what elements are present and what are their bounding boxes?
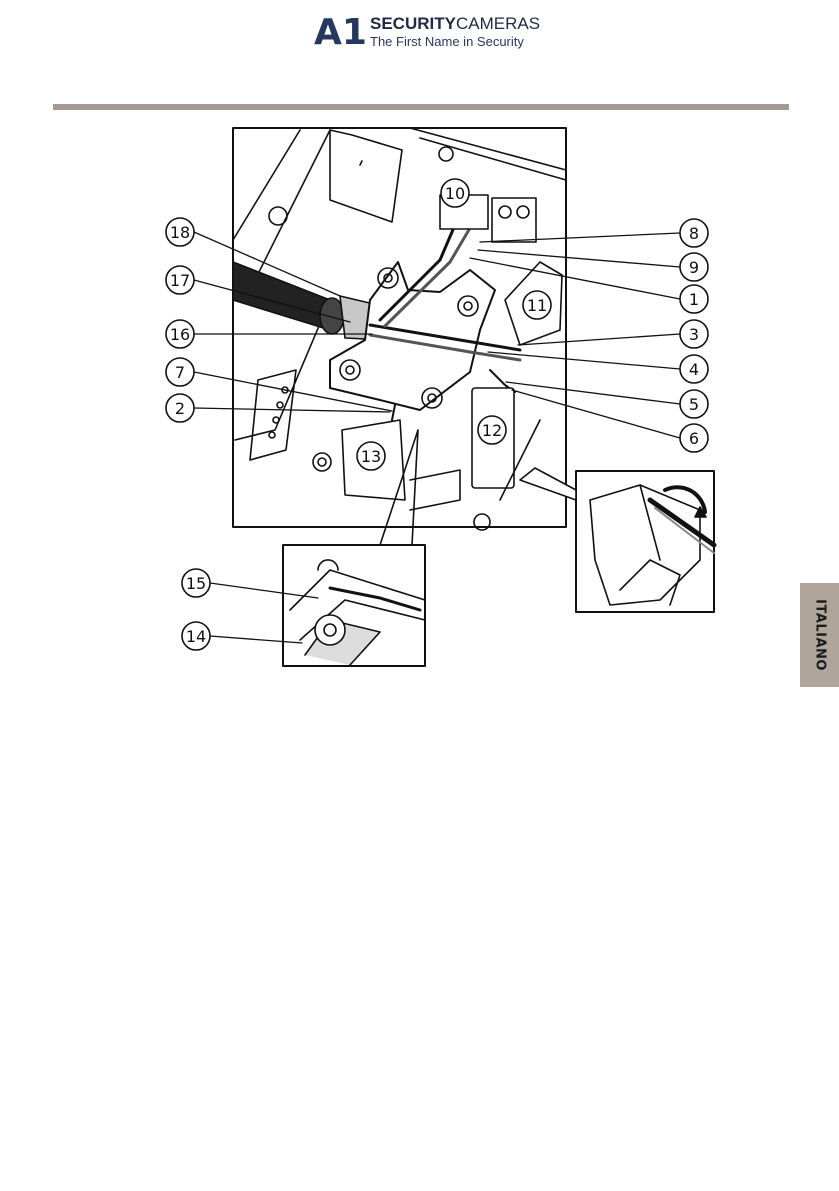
main-cable — [233, 262, 330, 330]
callout-label: 17 — [170, 271, 190, 290]
callout-label: 9 — [689, 258, 699, 277]
callout-label: 16 — [170, 325, 190, 344]
callout-label: 5 — [689, 395, 699, 414]
callout-label: 1 — [689, 290, 699, 309]
callout-label: 13 — [361, 447, 381, 466]
callout-label: 4 — [689, 360, 699, 379]
callout-label: 14 — [186, 627, 206, 646]
callout-label: 8 — [689, 224, 699, 243]
callout-label: 18 — [170, 223, 190, 242]
callout-label: 2 — [175, 399, 185, 418]
terminal-block-8 — [492, 198, 536, 242]
top-connector-block — [330, 130, 402, 222]
callout-label: 12 — [482, 421, 502, 440]
callout-label: 6 — [689, 429, 699, 448]
callout-label: 10 — [445, 184, 465, 203]
callout-label: 7 — [175, 363, 185, 382]
language-tab-label: ITALIANO — [812, 599, 827, 671]
callout-label: 3 — [689, 325, 699, 344]
callout-label: 11 — [527, 296, 547, 315]
language-tab: ITALIANO — [800, 583, 839, 687]
callout-label: 15 — [186, 574, 206, 593]
